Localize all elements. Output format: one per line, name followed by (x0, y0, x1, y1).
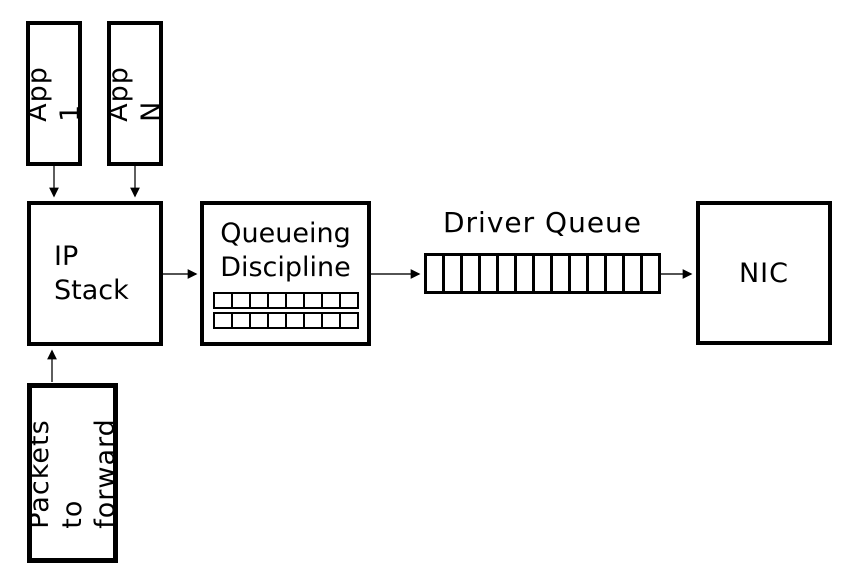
queue-cell (320, 312, 341, 329)
node-queueing-discipline-label: Queueing Discipline (220, 218, 351, 283)
queue-cell (212, 312, 233, 329)
node-queueing-discipline: Queueing Discipline (200, 201, 371, 346)
queue-cell (284, 312, 305, 329)
node-nic: NIC (696, 201, 832, 345)
driver-queue-cells (424, 253, 661, 294)
node-packets-to-forward-label: Packets to forward (24, 417, 121, 529)
queue-cell (284, 292, 305, 309)
node-ip-stack: IP Stack (27, 201, 163, 346)
queue-cell (248, 312, 269, 329)
queue-cell (230, 292, 251, 309)
qdisc-queue-grid (204, 292, 367, 329)
queue-cell (248, 292, 269, 309)
node-appn-label: App N (103, 65, 167, 122)
queue-cell (266, 312, 287, 329)
node-ip-stack-label: IP Stack (54, 240, 129, 306)
qdisc-queue-row (212, 292, 359, 309)
qdisc-queue-row (212, 312, 359, 329)
queue-cell (212, 292, 233, 309)
node-nic-label: NIC (738, 257, 789, 289)
node-appn: App N (103, 21, 167, 166)
node-app1-label: App 1 (22, 65, 86, 122)
queue-cell (302, 312, 323, 329)
node-app1: App 1 (22, 21, 86, 166)
queue-cell (640, 253, 661, 294)
node-packets-to-forward: Packets to forward (24, 383, 121, 563)
queue-cell (230, 312, 251, 329)
driver-queue-label: Driver Queue (442, 206, 643, 239)
queue-cell (320, 292, 341, 309)
queue-cell (302, 292, 323, 309)
queue-cell (266, 292, 287, 309)
queue-cell (338, 312, 359, 329)
queue-cell (338, 292, 359, 309)
